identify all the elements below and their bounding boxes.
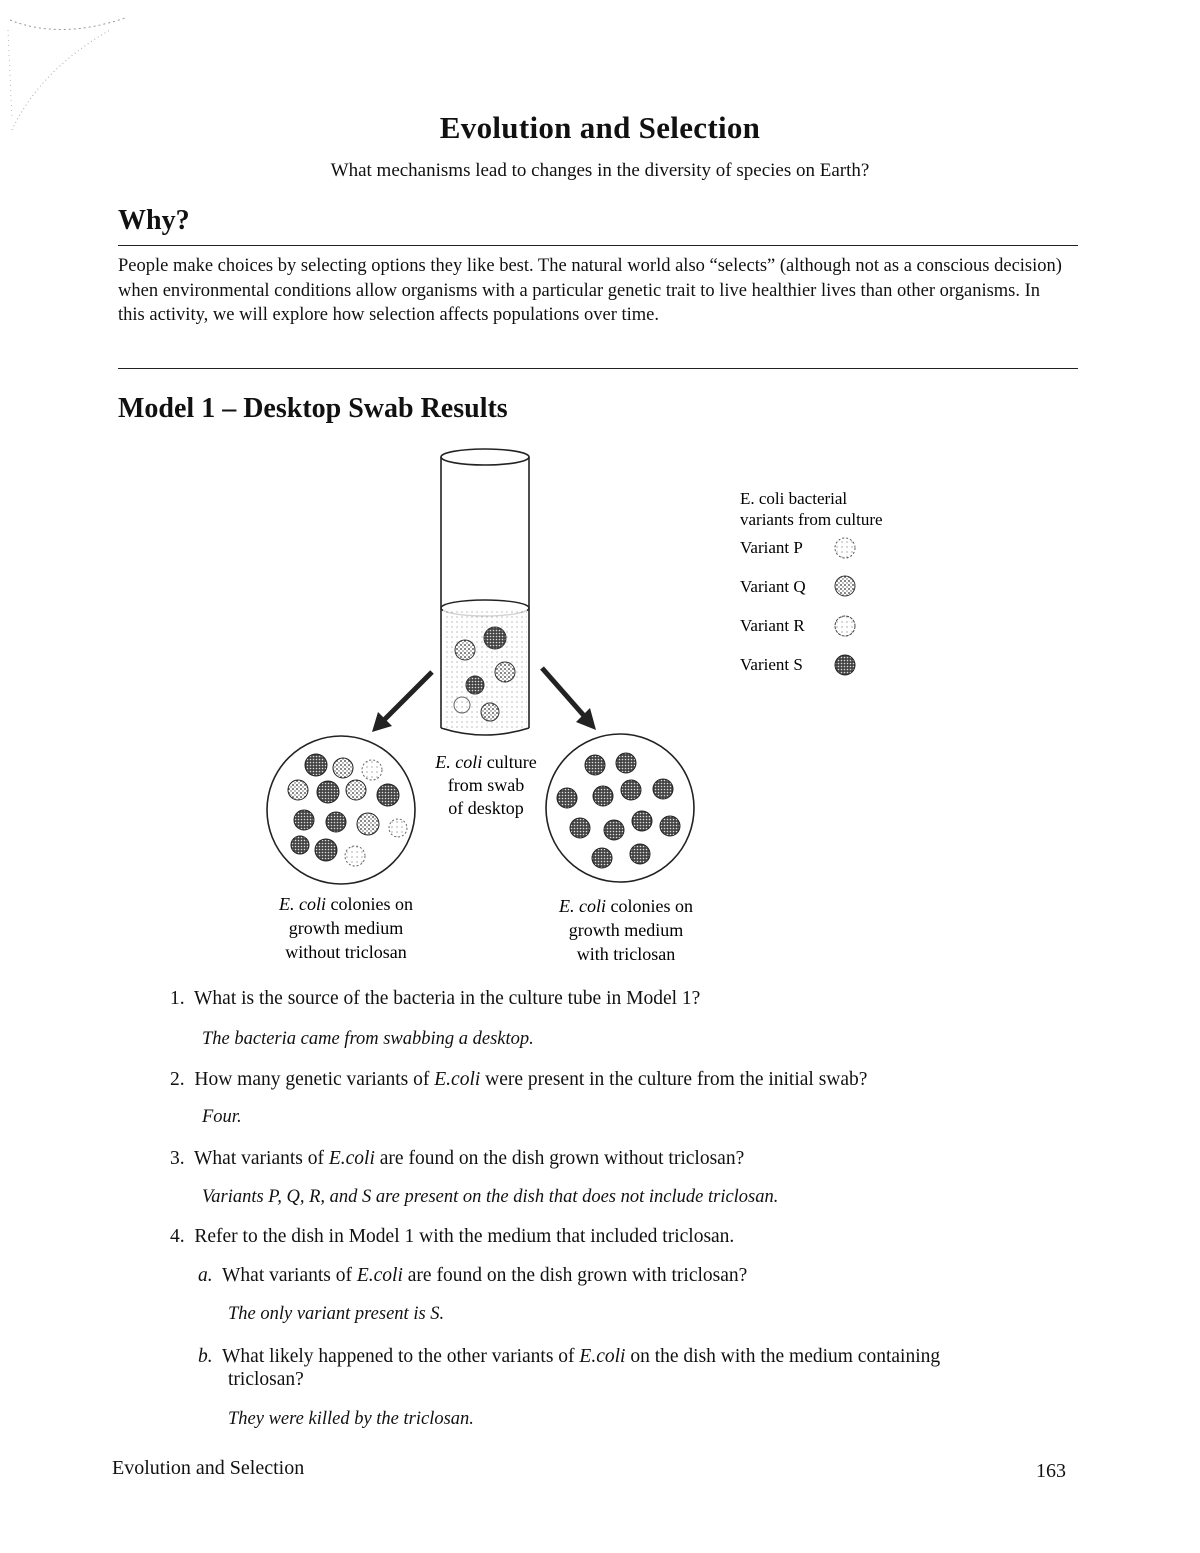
scan-corner-mark [7,17,126,131]
model-diagram: E. coli culture from swab of desktop E. … [266,448,883,964]
variant-q-icon [834,575,856,597]
right-dish-caption-line3: with triclosan [577,944,675,964]
tube-caption-line2: from swab [448,775,524,795]
why-heading: Why? [118,205,190,236]
answer-4b: They were killed by the triclosan. [228,1409,474,1429]
legend-title-line1: E. coli bacterial [740,489,847,508]
dish-with-triclosan [545,733,695,883]
question-3: 3. What variants of E.coli are found on … [170,1148,745,1169]
variant-r-icon [834,615,856,637]
left-dish-caption-line2: growth medium [289,918,404,938]
question-2: 2. How many genetic variants of E.coli w… [170,1069,868,1090]
page-subtitle: What mechanisms lead to changes in the d… [330,160,870,181]
legend-variant-s: Varient S [740,655,803,674]
left-dish-caption-line1: E. coli colonies on [278,894,413,914]
answer-3: Variants P, Q, R, and S are present on t… [202,1187,779,1207]
legend-variant-p: Variant P [740,538,803,557]
page-number: 163 [1036,1460,1066,1482]
legend-title-line2: variants from culture [740,510,883,529]
footer-title: Evolution and Selection [112,1457,305,1479]
left-dish-caption-line3: without triclosan [285,942,406,962]
why-paragraph: People make choices by selecting options… [118,256,1062,325]
tube-caption-line1: E. coli culture [434,752,536,772]
divider-bottom [118,368,1078,369]
question-1: 1. What is the source of the bacteria in… [170,988,701,1009]
question-4b: b. What likely happened to the other var… [198,1346,941,1367]
variant-p-icon [834,537,856,559]
arrow-to-left-dish [372,670,434,732]
right-dish-caption-line2: growth medium [569,920,684,940]
tube-caption-line3: of desktop [448,798,524,818]
model-heading: Model 1 – Desktop Swab Results [118,393,508,424]
answer-4a: The only variant present is S. [228,1304,445,1324]
right-dish-caption-line1: E. coli colonies on [558,896,693,916]
question-4: 4. Refer to the dish in Model 1 with the… [170,1226,735,1247]
question-4b-line2: triclosan? [228,1369,304,1390]
legend-variant-r: Variant R [740,616,805,635]
question-4a: a. What variants of E.coli are found on … [198,1265,748,1286]
answer-2: Four. [202,1107,242,1127]
page-title: Evolution and Selection [439,110,761,145]
divider-top [118,245,1078,246]
variant-s-icon [834,654,856,676]
arrow-to-right-dish [540,666,596,730]
culture-tube [440,448,530,736]
variant-legend: E. coli bacterial variants from culture … [740,489,883,676]
dish-without-triclosan [266,735,416,885]
answer-1: The bacteria came from swabbing a deskto… [202,1029,534,1049]
legend-variant-q: Variant Q [740,577,806,596]
